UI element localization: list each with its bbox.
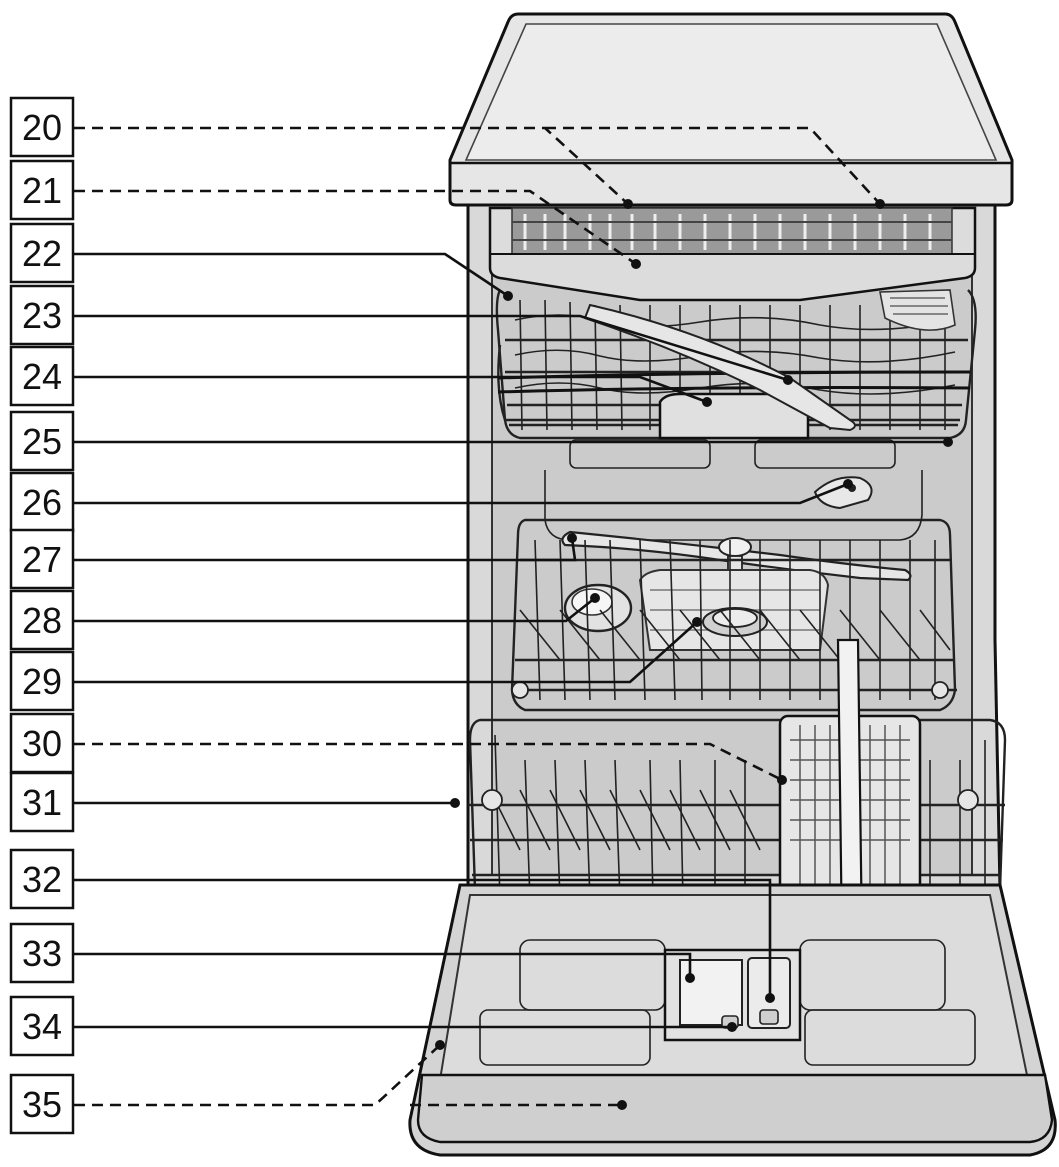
callout-25: 25 [9, 410, 75, 472]
callout-30: 30 [9, 712, 75, 774]
filter-system [702, 607, 768, 637]
callout-box [9, 712, 75, 774]
leader-21 [74, 189, 637, 266]
callout-24: 24 [9, 345, 75, 407]
callout-number: 25 [22, 421, 62, 462]
callout-box [9, 995, 75, 1057]
callout-26: 26 [9, 471, 75, 533]
leader-20 [74, 126, 881, 205]
salt-container [563, 583, 633, 633]
callout-number: 30 [22, 723, 62, 764]
callout-number: 21 [22, 170, 62, 211]
callout-number: 22 [22, 233, 62, 274]
cutlery-basket [778, 638, 922, 942]
callout-box [9, 922, 75, 984]
callout-box [9, 345, 75, 407]
callout-box [9, 284, 75, 346]
rinse-aid-chamber [679, 959, 743, 1026]
callout-number: 34 [22, 1006, 62, 1047]
leader-lines [74, 126, 948, 1107]
callout-number: 24 [22, 356, 62, 397]
callout-box [9, 589, 75, 651]
callout-box [9, 848, 75, 910]
callout-number: 31 [22, 782, 62, 823]
leader-22 [74, 252, 509, 298]
callout-number: 29 [22, 661, 62, 702]
leader-27 [74, 537, 577, 562]
leader-33 [74, 952, 692, 978]
leader-35 [74, 1044, 622, 1107]
callout-box [9, 528, 75, 590]
callout-31: 31 [9, 771, 75, 833]
callout-number: 32 [22, 859, 62, 900]
leader-24 [74, 375, 708, 404]
callout-number: 33 [22, 933, 62, 974]
leader-30 [74, 742, 783, 782]
detergent-dispenser [663, 948, 802, 1042]
callout-33: 33 [9, 922, 75, 984]
worktop [448, 12, 1014, 207]
leader-28 [74, 596, 596, 623]
leader-23 [74, 314, 789, 382]
callout-32: 32 [9, 848, 75, 910]
spray-nozzle [813, 476, 873, 510]
leader-29 [74, 621, 698, 684]
callout-number: 26 [22, 482, 62, 523]
leader-endpoints [435, 199, 953, 1110]
callout-box [9, 410, 75, 472]
callout-number: 27 [22, 539, 62, 580]
callout-23: 23 [9, 284, 75, 346]
callout-28: 28 [9, 589, 75, 651]
callout-35: 35 [9, 1073, 75, 1135]
upper-spray-arm [583, 303, 856, 432]
callout-labels: 20 21 22 23 24 25 26 27 28 29 30 31 32 33 34 35 [9, 96, 75, 1135]
callout-box [9, 222, 75, 284]
callout-27: 27 [9, 528, 75, 590]
callout-box [9, 471, 75, 533]
callout-number: 28 [22, 600, 62, 641]
callout-34: 34 [9, 995, 75, 1057]
cutlery-drawer [488, 206, 977, 302]
callout-20: 20 [9, 96, 75, 158]
callout-number: 20 [22, 107, 62, 148]
callout-29: 29 [9, 650, 75, 712]
callout-21: 21 [9, 159, 75, 221]
leader-32 [74, 878, 772, 998]
callout-box [9, 771, 75, 833]
callout-box [9, 1073, 75, 1135]
leader-26 [74, 482, 849, 505]
callout-22: 22 [9, 222, 75, 284]
callout-number: 35 [22, 1084, 62, 1125]
callout-number: 23 [22, 295, 62, 336]
callout-box [9, 159, 75, 221]
callout-box [9, 96, 75, 158]
callout-box [9, 650, 75, 712]
